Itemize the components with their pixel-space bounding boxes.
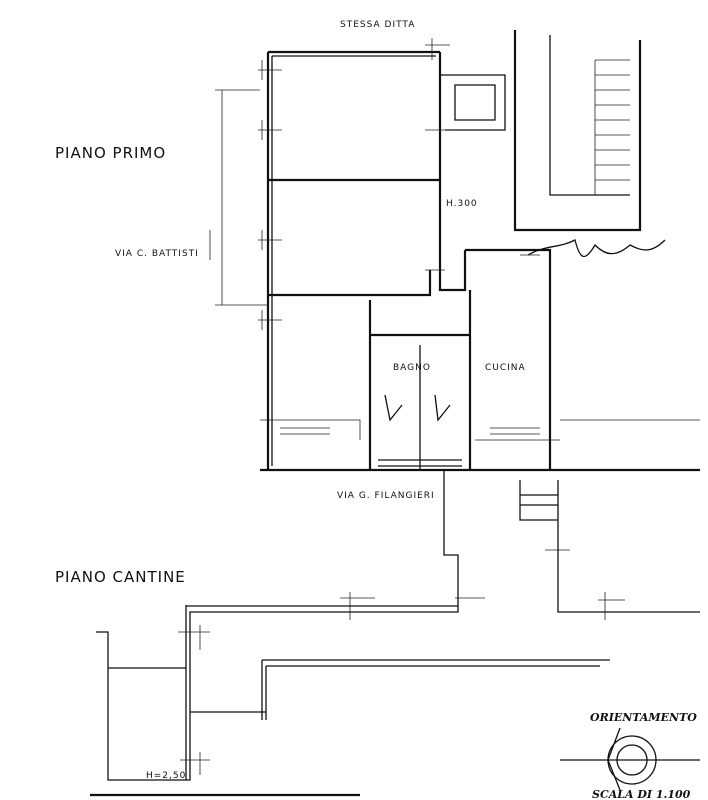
label-piano-primo: PIANO PRIMO (55, 144, 166, 162)
label-piano-cantine: PIANO CANTINE (55, 568, 186, 586)
label-bagno: BAGNO (393, 363, 431, 373)
signature (527, 239, 666, 258)
label-cucina: CUCINA (485, 363, 526, 373)
label-orientamento: ORIENTAMENTO (590, 711, 697, 724)
dimension-marks (209, 38, 540, 330)
first-floor-walls (260, 30, 700, 472)
label-via-battisti: VIA C. BATTISTI (115, 249, 199, 259)
label-stessa-ditta: STESSA DITTA (340, 20, 415, 30)
label-height-first: H.300 (446, 199, 478, 209)
label-via-filangieri: VIA G. FILANGIERI (337, 491, 435, 501)
bath-fixtures (384, 394, 451, 422)
cellar-walls (90, 470, 700, 797)
label-height-cellar: H=2,50 (146, 771, 186, 781)
label-scale: SCALA DI 1.100 (592, 788, 691, 800)
compass-rose (560, 727, 700, 791)
